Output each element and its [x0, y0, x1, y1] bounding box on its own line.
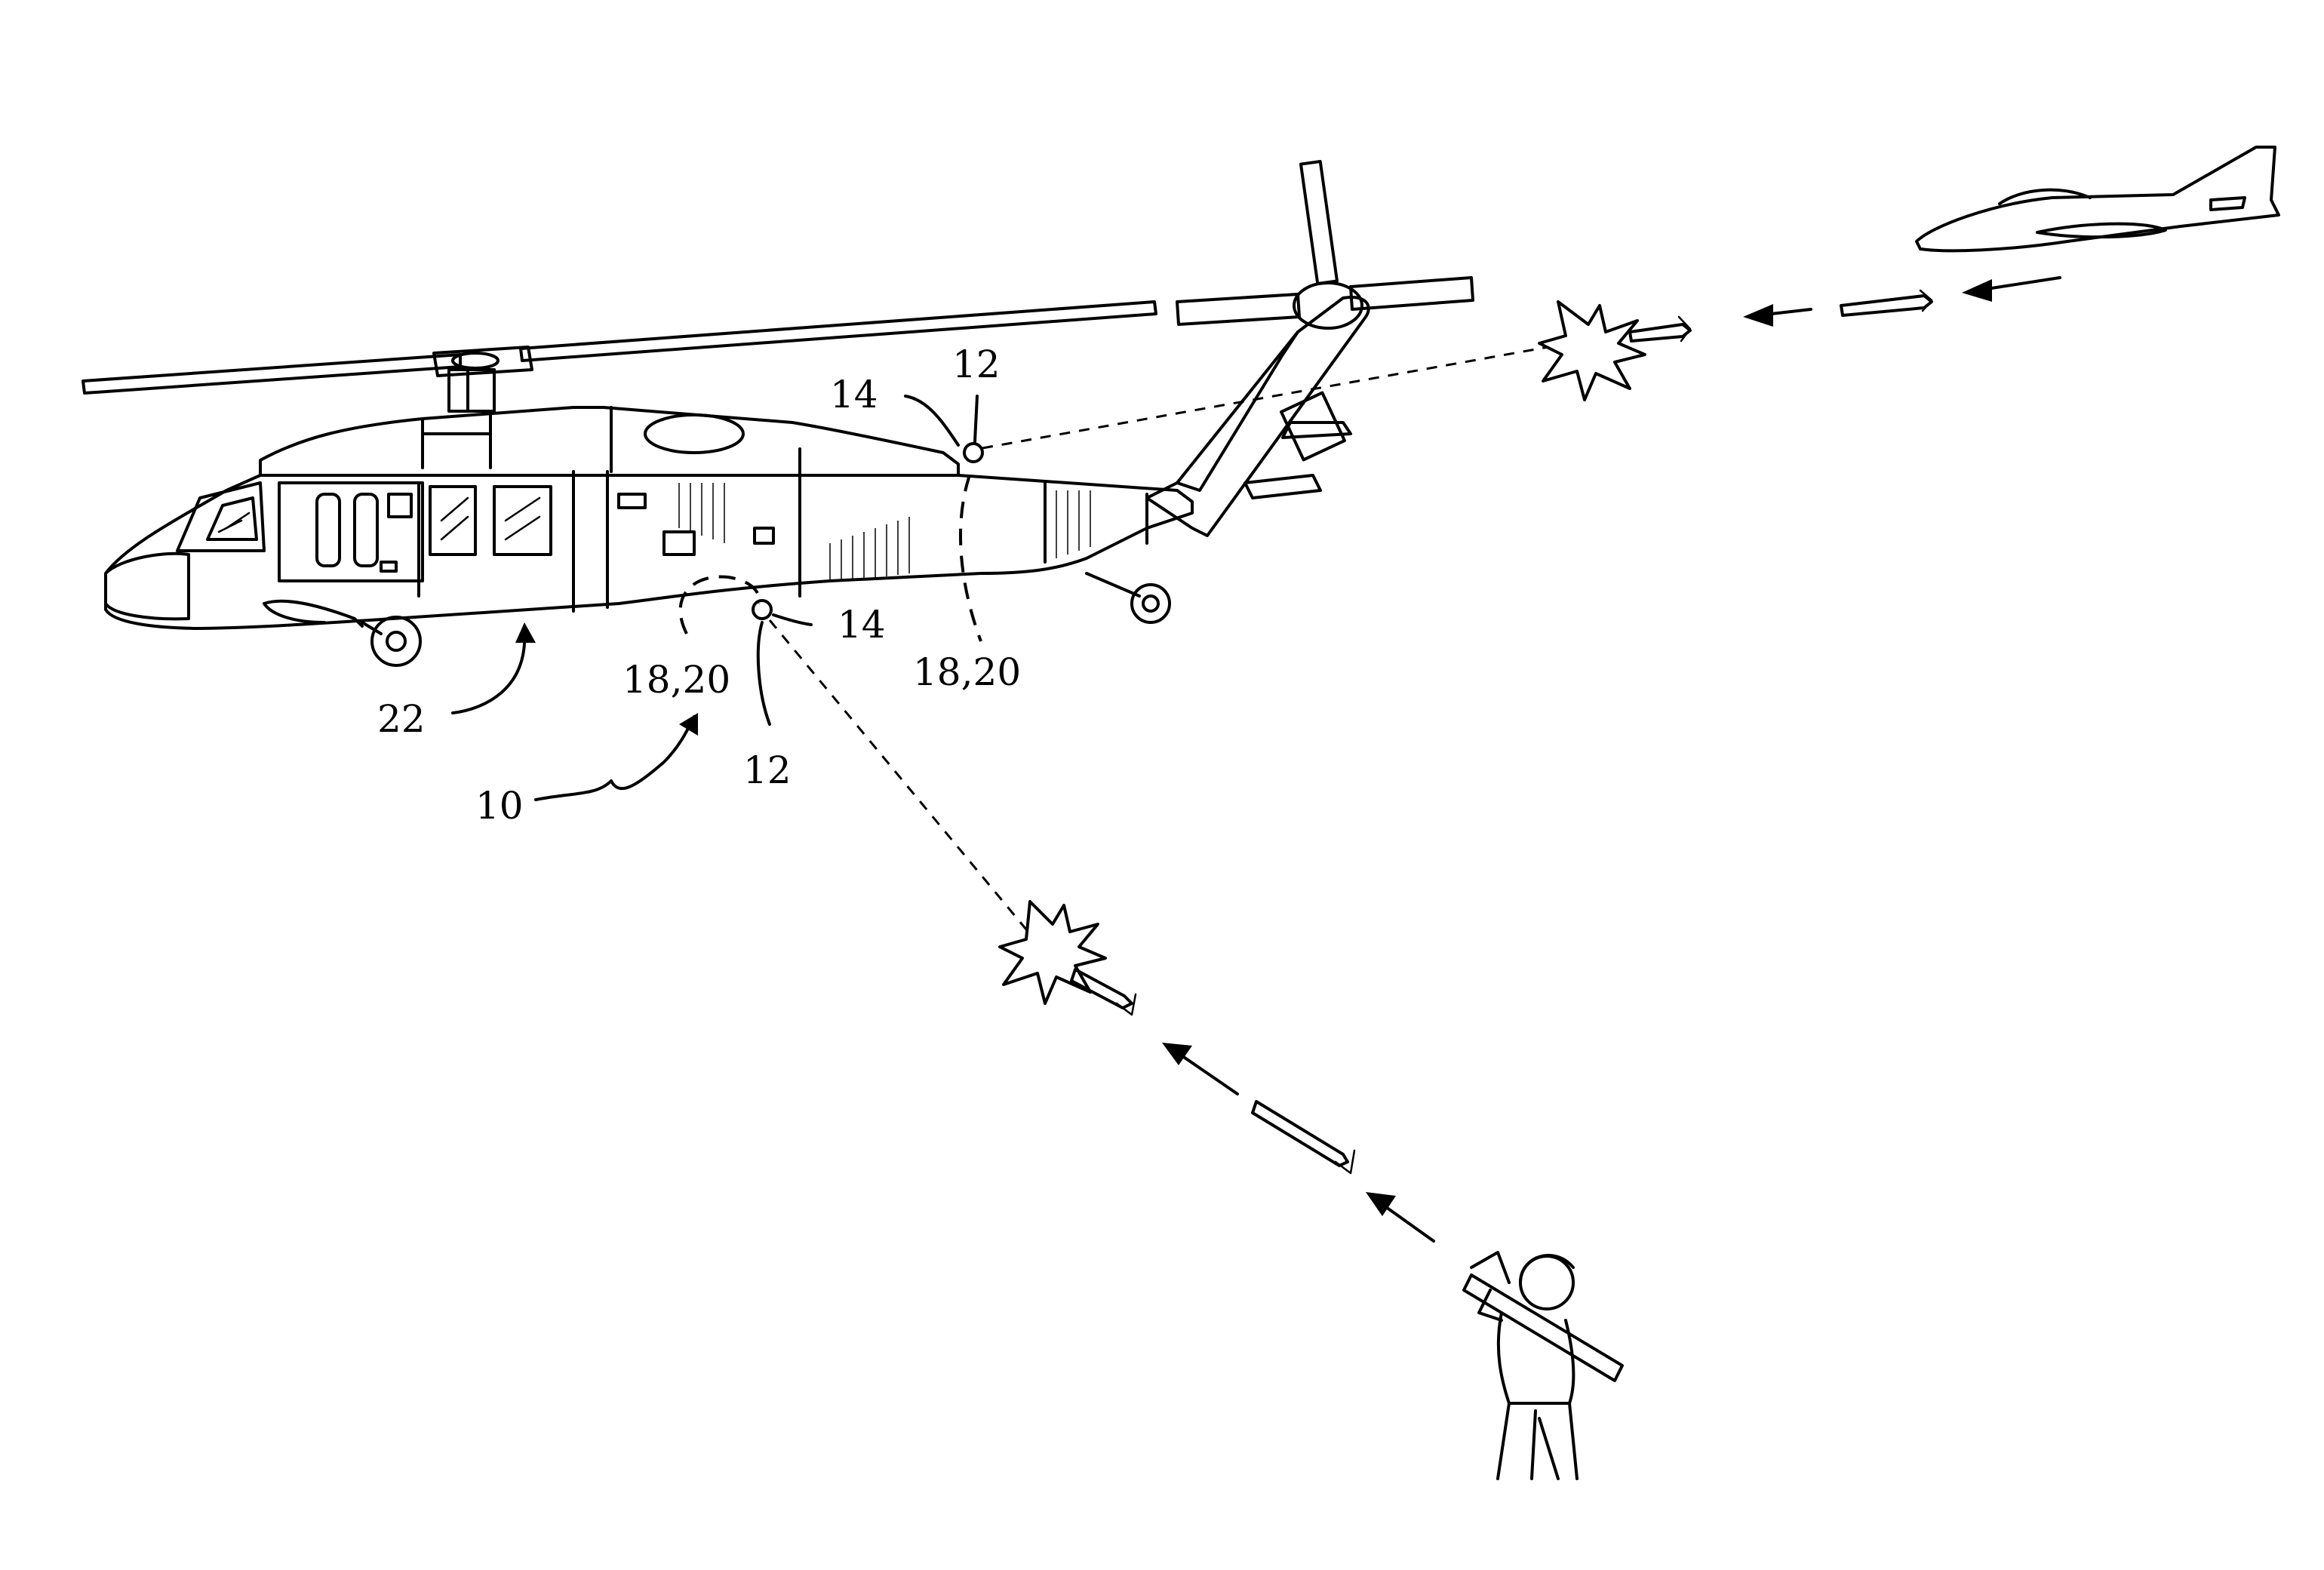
- soldier-launcher-icon: [1464, 1252, 1622, 1479]
- explosion-icon: [1000, 902, 1105, 1003]
- leader-lines: [453, 396, 977, 800]
- jet-aircraft-icon: [1917, 147, 2279, 250]
- emitter-top-icon: [964, 444, 982, 462]
- label-emitter-bottom: 12: [743, 748, 792, 792]
- label-helicopter-system: 10: [475, 784, 524, 828]
- missile-icon: [1630, 317, 1690, 341]
- label-airframe: 22: [377, 697, 426, 741]
- coverage-bottom-outline: [681, 576, 760, 634]
- label-coverage-bottom: 18,20: [622, 658, 730, 702]
- emitter-bottom-icon: [753, 601, 771, 619]
- helicopter-icon: [83, 161, 1473, 665]
- label-sensor-bottom: 14: [838, 603, 886, 647]
- coverage-top-outline: [961, 475, 981, 641]
- label-sensor-top: 14: [830, 373, 878, 416]
- label-coverage-top: 18,20: [913, 650, 1021, 694]
- label-emitter-top: 12: [952, 343, 1001, 386]
- explosion-icon: [1539, 302, 1645, 400]
- missile-icon: [1253, 1101, 1354, 1173]
- missile-icon: [1841, 290, 1932, 315]
